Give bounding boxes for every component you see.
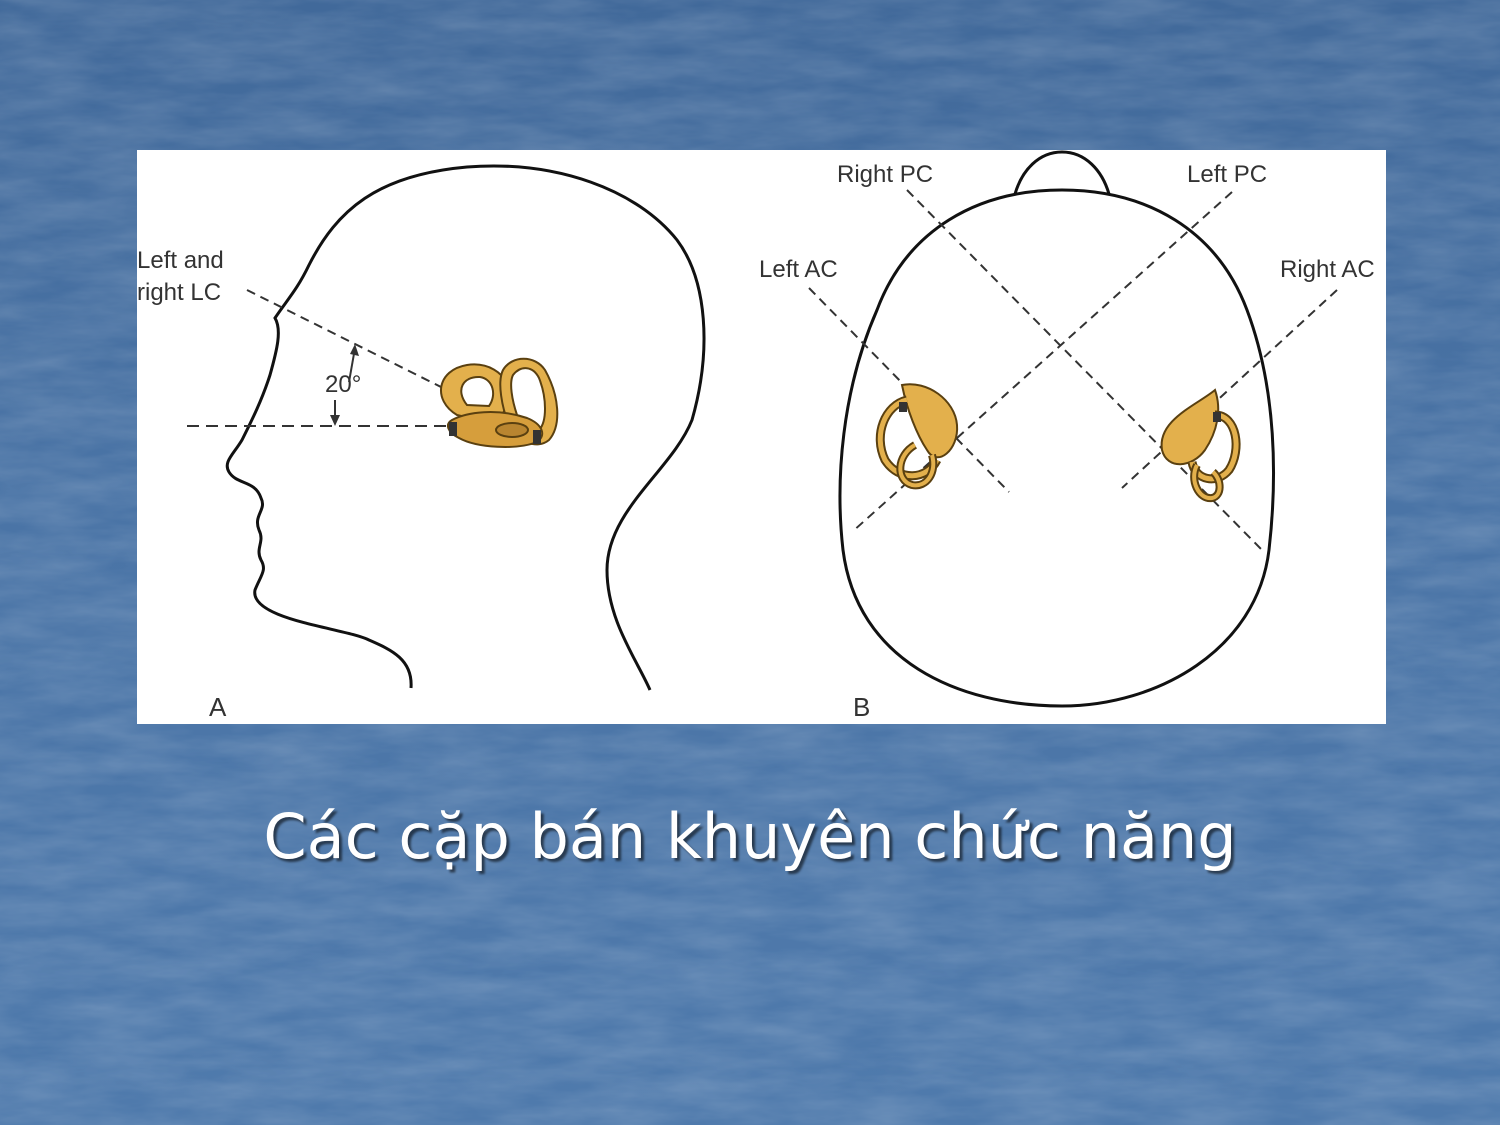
labyrinth-right-illustration: [1160, 388, 1241, 503]
head-profile-outline: [225, 164, 706, 691]
panel-b-top-view: Right PC Left PC Left AC Right AC B: [759, 150, 1375, 722]
label-lc-line2: right LC: [137, 279, 221, 306]
nose-outline: [1013, 150, 1111, 195]
labyrinth-side-illustration: [440, 357, 559, 448]
label-right-ac: Right AC: [1280, 256, 1375, 283]
label-right-pc: Right PC: [837, 161, 933, 188]
panel-a-side-view: Left and right LC 20° A: [137, 164, 706, 722]
labyrinth-left-illustration: [875, 383, 959, 490]
right-pc-plane-line: [906, 189, 1263, 551]
semicircular-canals-figure: Left and right LC 20° A: [137, 150, 1375, 722]
figure-panel: Left and right LC 20° A: [137, 150, 1386, 724]
label-left-ac: Left AC: [759, 256, 838, 283]
label-left-pc: Left PC: [1187, 161, 1267, 188]
lc-plane-line: [246, 289, 468, 401]
angle-label: 20°: [325, 371, 361, 398]
angle-arrowhead-up: [350, 344, 359, 356]
angle-arrowhead-down: [330, 415, 340, 426]
panel-a-letter: A: [209, 692, 227, 722]
panel-b-letter: B: [853, 692, 870, 722]
right-ac-plane-line: [1121, 289, 1338, 489]
skull-outline: [838, 188, 1275, 708]
slide-caption: Các cặp bán khuyên chức năng: [263, 800, 1237, 873]
label-lc-line1: Left and: [137, 247, 224, 274]
